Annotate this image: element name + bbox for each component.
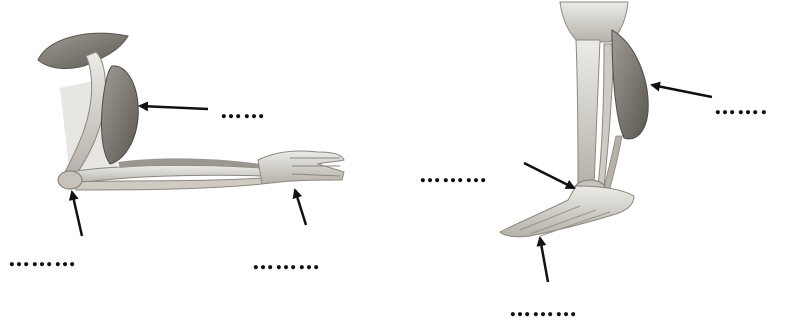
arrow-to-wrist: [295, 190, 306, 225]
arrow-to-biceps: [140, 106, 208, 109]
label-blank-heel: ………: [509, 298, 578, 320]
leg-illustration: [500, 2, 712, 282]
elbow-joint: [58, 171, 82, 189]
label-blank-ankle: ………: [419, 164, 488, 186]
tibia-bone: [576, 40, 600, 186]
arrow-to-heel: [540, 238, 548, 282]
label-blank-elbow: ………: [8, 248, 77, 270]
calf-muscle: [612, 30, 648, 139]
biceps-muscle: [102, 66, 139, 164]
arrow-to-ankle: [524, 163, 574, 188]
scapula: [38, 33, 128, 68]
arrow-to-elbow: [72, 192, 82, 236]
arm-illustration: [38, 33, 344, 236]
label-blank-wrist: ………: [252, 251, 321, 273]
hand: [258, 151, 344, 184]
label-blank-calf: …….: [714, 96, 769, 118]
arrow-to-calf: [652, 85, 712, 97]
label-blank-arm-muscle: ……: [220, 100, 266, 122]
